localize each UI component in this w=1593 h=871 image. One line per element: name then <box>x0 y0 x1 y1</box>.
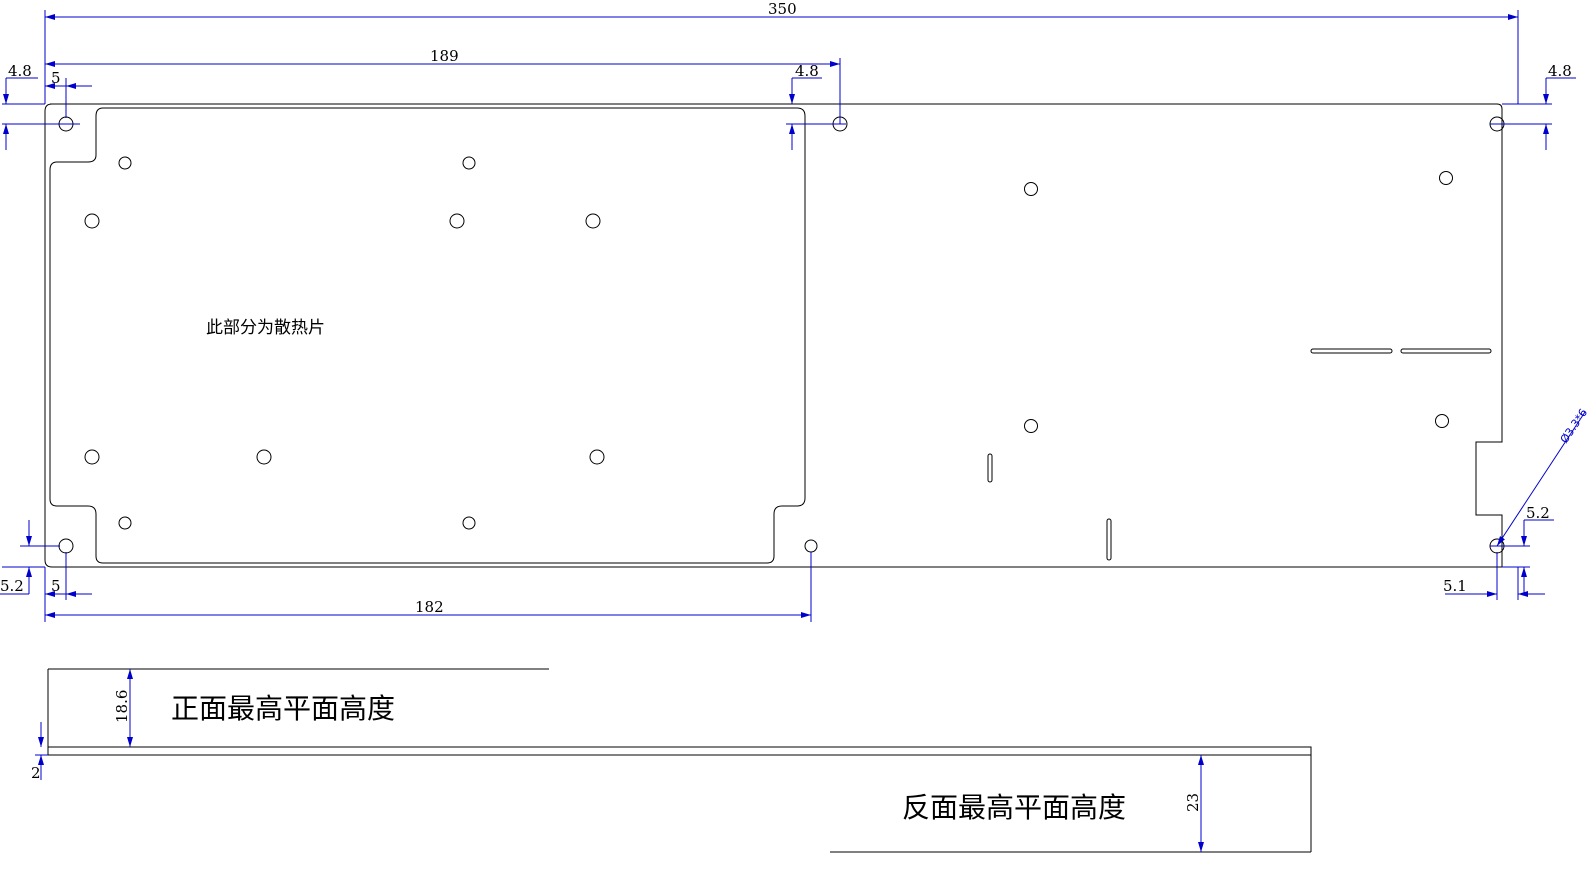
small-hole <box>1435 414 1449 428</box>
small-hole <box>1024 182 1038 196</box>
dim-top-span: 189 <box>430 47 459 65</box>
heatsink-hole <box>256 449 272 465</box>
mount-hole-bottom-mid <box>804 539 818 553</box>
dim-bottom-left-x: 5 <box>51 577 61 595</box>
dim-front-height: 18.6 <box>113 690 131 723</box>
heatsink-hole <box>589 449 605 465</box>
small-hole <box>462 516 476 530</box>
heatsink-hole <box>84 449 100 465</box>
dim-top-right-y: 4.8 <box>1548 62 1572 80</box>
mount-hole-bottom-left <box>58 538 74 554</box>
small-hole <box>1024 419 1038 433</box>
heatsink-hole <box>585 213 601 229</box>
heatsink-hole <box>84 213 100 229</box>
dim-top-mid-y: 4.8 <box>795 62 819 80</box>
dim-top-left-y: 4.8 <box>8 62 32 80</box>
dim-bottom-right-y: 5.2 <box>1526 504 1550 522</box>
small-hole <box>118 156 132 170</box>
dim-back-height: 23 <box>1184 793 1202 812</box>
small-hole <box>118 516 132 530</box>
front-max-label: 正面最高平面高度 <box>171 692 395 725</box>
dim-overall-width: 350 <box>768 0 797 18</box>
small-hole <box>1439 171 1453 185</box>
slot-vertical <box>1106 518 1112 561</box>
back-max-label: 反面最高平面高度 <box>902 791 1126 824</box>
dim-board-thickness: 2 <box>31 764 41 782</box>
slot-horizontal <box>1310 348 1393 354</box>
heatsink-outline <box>49 107 806 564</box>
heatsink-hole <box>449 213 465 229</box>
dim-hole-callout: Ø3.3*6 <box>1558 406 1590 445</box>
dim-top-left-x: 5 <box>51 69 61 87</box>
side-view-board <box>47 746 1312 756</box>
slot-vertical <box>987 453 993 483</box>
small-hole <box>462 156 476 170</box>
dim-bottom-left-y: 5.2 <box>0 577 24 595</box>
board-outline <box>44 103 1503 568</box>
dim-bottom-span: 182 <box>415 598 444 616</box>
dim-bottom-right-x: 5.1 <box>1443 577 1467 595</box>
slot-horizontal <box>1400 348 1492 354</box>
heatsink-label: 此部分为散热片 <box>206 318 325 338</box>
